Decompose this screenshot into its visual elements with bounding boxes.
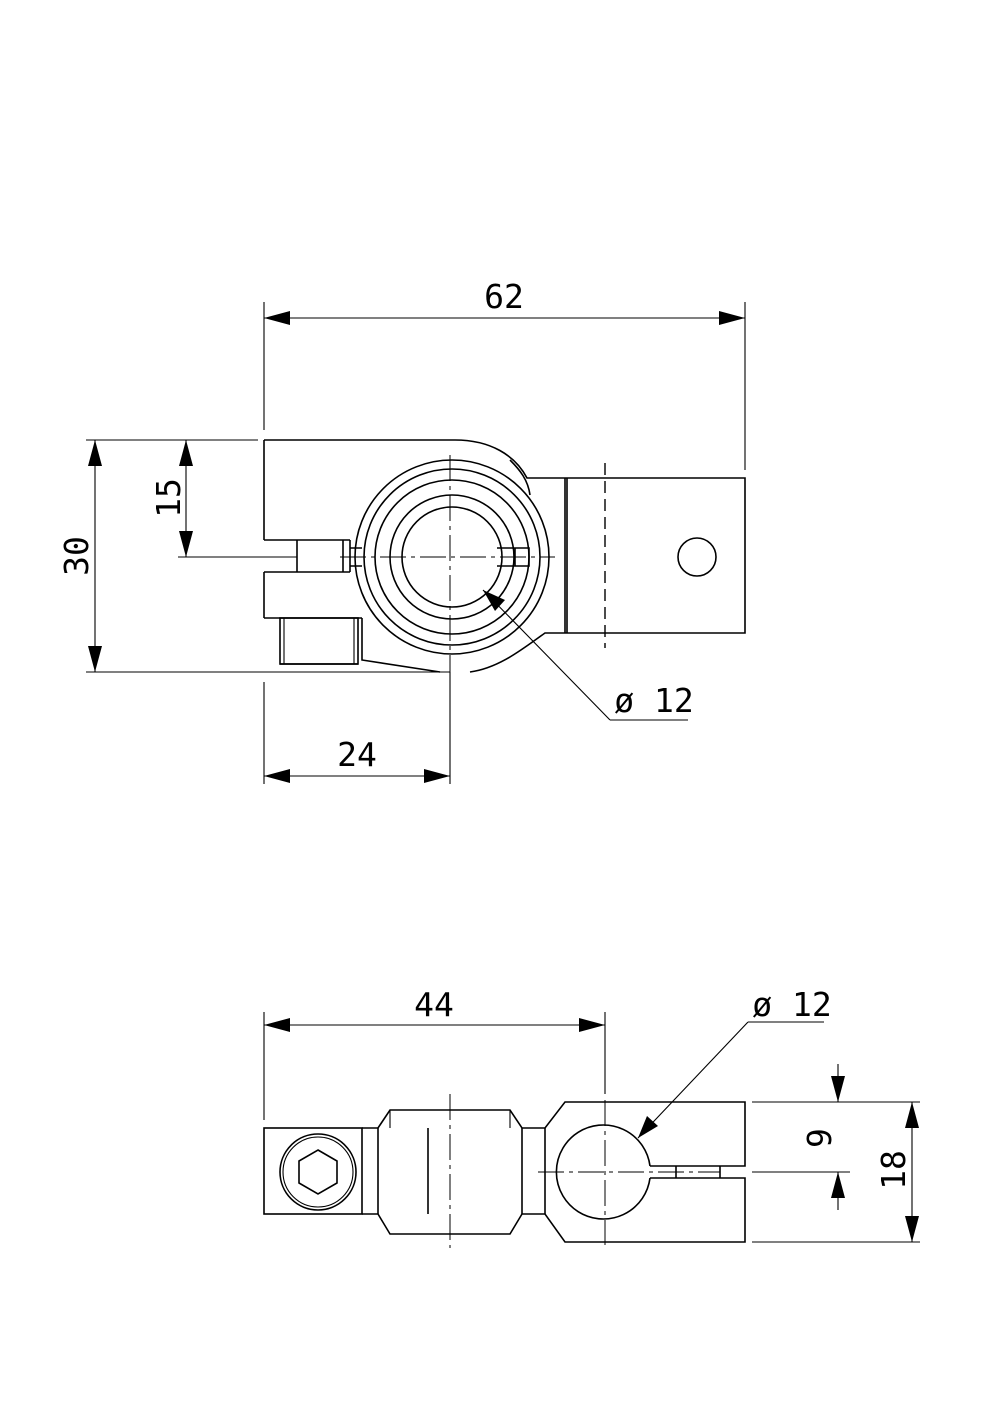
dim-width-label: 62 [484,277,524,316]
dim-half-height-label: 15 [149,478,188,518]
dim-height-30: 30 [57,439,450,673]
dim-half-height-label-bottom: 9 [800,1128,839,1148]
dim-center-label: 24 [337,735,377,774]
top-view: 62 30 15 24 [57,277,746,784]
bottom-view-outline [263,1101,746,1243]
dim-bore-label-bottom: ø 12 [752,985,831,1024]
top-view-centerlines [340,455,606,680]
dim-bore-leader-top: ø 12 [482,589,694,721]
dim-center-24: 24 [263,672,451,784]
dim-length-44: 44 [263,985,606,1120]
dim-height-label: 30 [57,536,96,576]
dim-bore-leader-bottom: ø 12 [637,985,832,1139]
dim-length-label: 44 [414,985,454,1024]
dim-half-height-9: 9 [752,1064,920,1210]
dim-width-62: 62 [263,277,746,470]
bottom-view-centerlines [449,1094,720,1248]
dim-half-height-15: 15 [149,440,297,558]
dim-height-18: 18 [752,1102,920,1243]
bottom-view: 44 ø 12 9 18 [263,985,920,1248]
dim-bore-label-top: ø 12 [614,681,693,720]
dim-height-label-bottom: 18 [874,1150,913,1190]
top-view-outline [263,439,746,673]
